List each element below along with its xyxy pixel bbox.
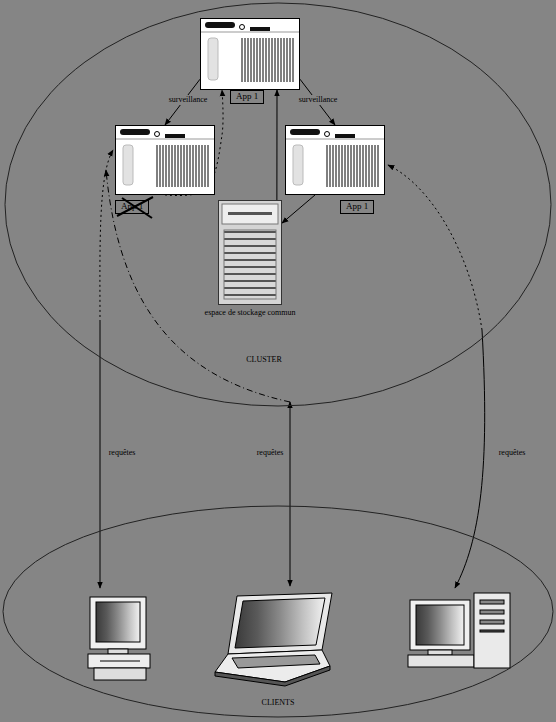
request-label: requêtes bbox=[497, 448, 528, 458]
edge-label: surveillance bbox=[167, 95, 210, 105]
storage-label: espace de stockage commun bbox=[205, 309, 296, 318]
app-label: App 1 bbox=[340, 200, 374, 214]
app-label: App 1 bbox=[115, 200, 149, 214]
server-icon bbox=[200, 18, 300, 90]
edge-label: surveillance bbox=[297, 95, 340, 105]
clients-title: CLIENTS bbox=[262, 699, 295, 708]
ellipse bbox=[3, 506, 553, 717]
storage-icon bbox=[218, 200, 282, 305]
request-label: requêtes bbox=[255, 448, 286, 458]
cluster-ellipse: App 1App 1App 1espace de stockage commun… bbox=[4, 2, 552, 407]
ellipse-outline bbox=[2, 505, 554, 718]
server-icon bbox=[285, 125, 385, 195]
connector bbox=[276, 90, 277, 200]
app-label: App 1 bbox=[230, 90, 264, 104]
request-label: requêtes bbox=[107, 448, 138, 458]
connector bbox=[282, 195, 315, 223]
storage-tower: espace de stockage commun bbox=[218, 200, 282, 305]
server-icon bbox=[115, 125, 215, 195]
clients-ellipse: CLIENTS bbox=[2, 505, 554, 718]
server: App 1 bbox=[115, 125, 215, 195]
cluster-title: CLUSTER bbox=[246, 356, 282, 365]
server: App 1 bbox=[200, 18, 300, 90]
server: App 1 bbox=[285, 125, 385, 195]
ellipse bbox=[5, 3, 551, 406]
